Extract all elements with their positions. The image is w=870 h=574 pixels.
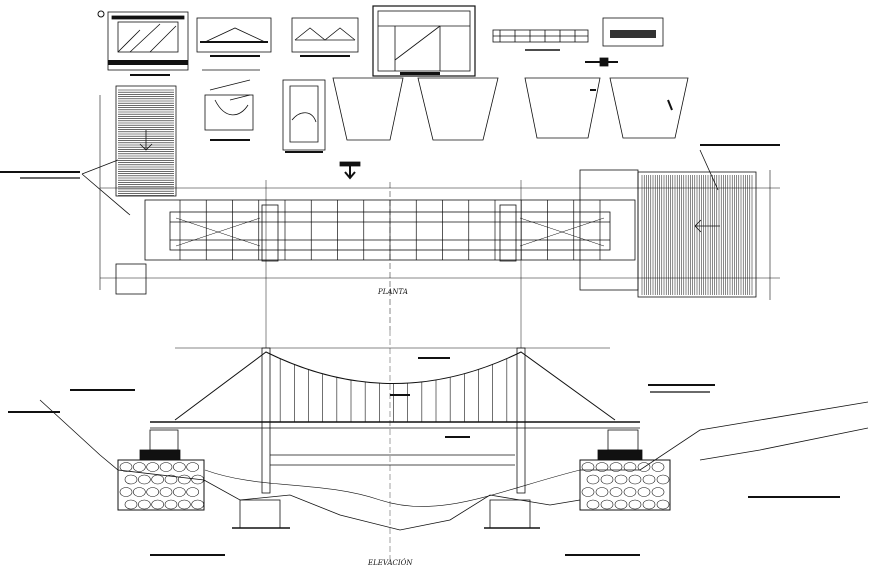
elevation-towers xyxy=(175,180,610,494)
plan-caption: PLANTA xyxy=(377,288,408,296)
detail-section-2 xyxy=(196,17,272,57)
detail-section-8 xyxy=(282,79,326,153)
detail-section-4 xyxy=(372,5,476,77)
detail-section-3 xyxy=(291,17,359,57)
elevation-right-abutment xyxy=(579,429,671,511)
elevation-deck xyxy=(150,421,640,466)
detail-section-7 xyxy=(202,69,260,141)
elevation-caption: ELEVACIÓN xyxy=(367,558,413,567)
plan-bridge-deck xyxy=(100,161,780,330)
detail-section-1 xyxy=(97,10,189,76)
plan-right-ramp xyxy=(579,144,780,300)
plan-left-ramp xyxy=(99,85,177,295)
plan-callout-left xyxy=(0,159,131,216)
elevation-left-abutment xyxy=(117,429,205,511)
channel-section-1 xyxy=(332,77,404,141)
channel-section-4 xyxy=(609,77,689,139)
channel-section-3 xyxy=(524,77,601,139)
detail-section-5 xyxy=(492,29,589,51)
elevation-terrain xyxy=(39,399,869,531)
detail-section-6 xyxy=(585,17,664,67)
channel-section-2 xyxy=(417,77,499,141)
elevation-main-cable xyxy=(174,351,616,422)
elevation-callouts xyxy=(8,330,840,560)
